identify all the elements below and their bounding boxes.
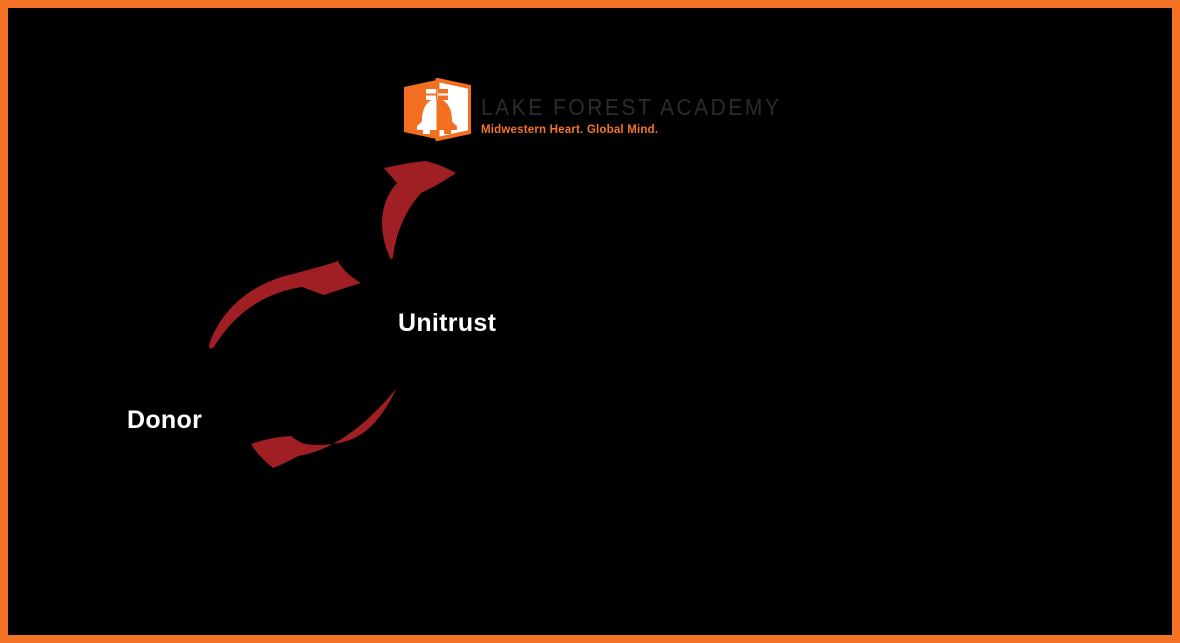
arrow-unitrust-to-academy-icon [382, 161, 456, 260]
node-label-unitrust: Unitrust [398, 309, 497, 337]
node-label-donor: Donor [127, 406, 203, 434]
logo-title: LAKE FOREST ACADEMY [481, 95, 782, 121]
lake-forest-academy-logo: LAKE FOREST ACADEMY Midwestern Heart. Gl… [403, 78, 781, 141]
arrow-donor-to-unitrust-icon [209, 261, 361, 349]
logo-tagline: Midwestern Heart. Global Mind. [481, 124, 659, 137]
logo-wordmark: LAKE FOREST ACADEMY Midwestern Heart. Gl… [481, 78, 781, 136]
lfa-book-bell-icon [404, 78, 471, 141]
arrow-unitrust-to-donor-icon [251, 388, 397, 468]
